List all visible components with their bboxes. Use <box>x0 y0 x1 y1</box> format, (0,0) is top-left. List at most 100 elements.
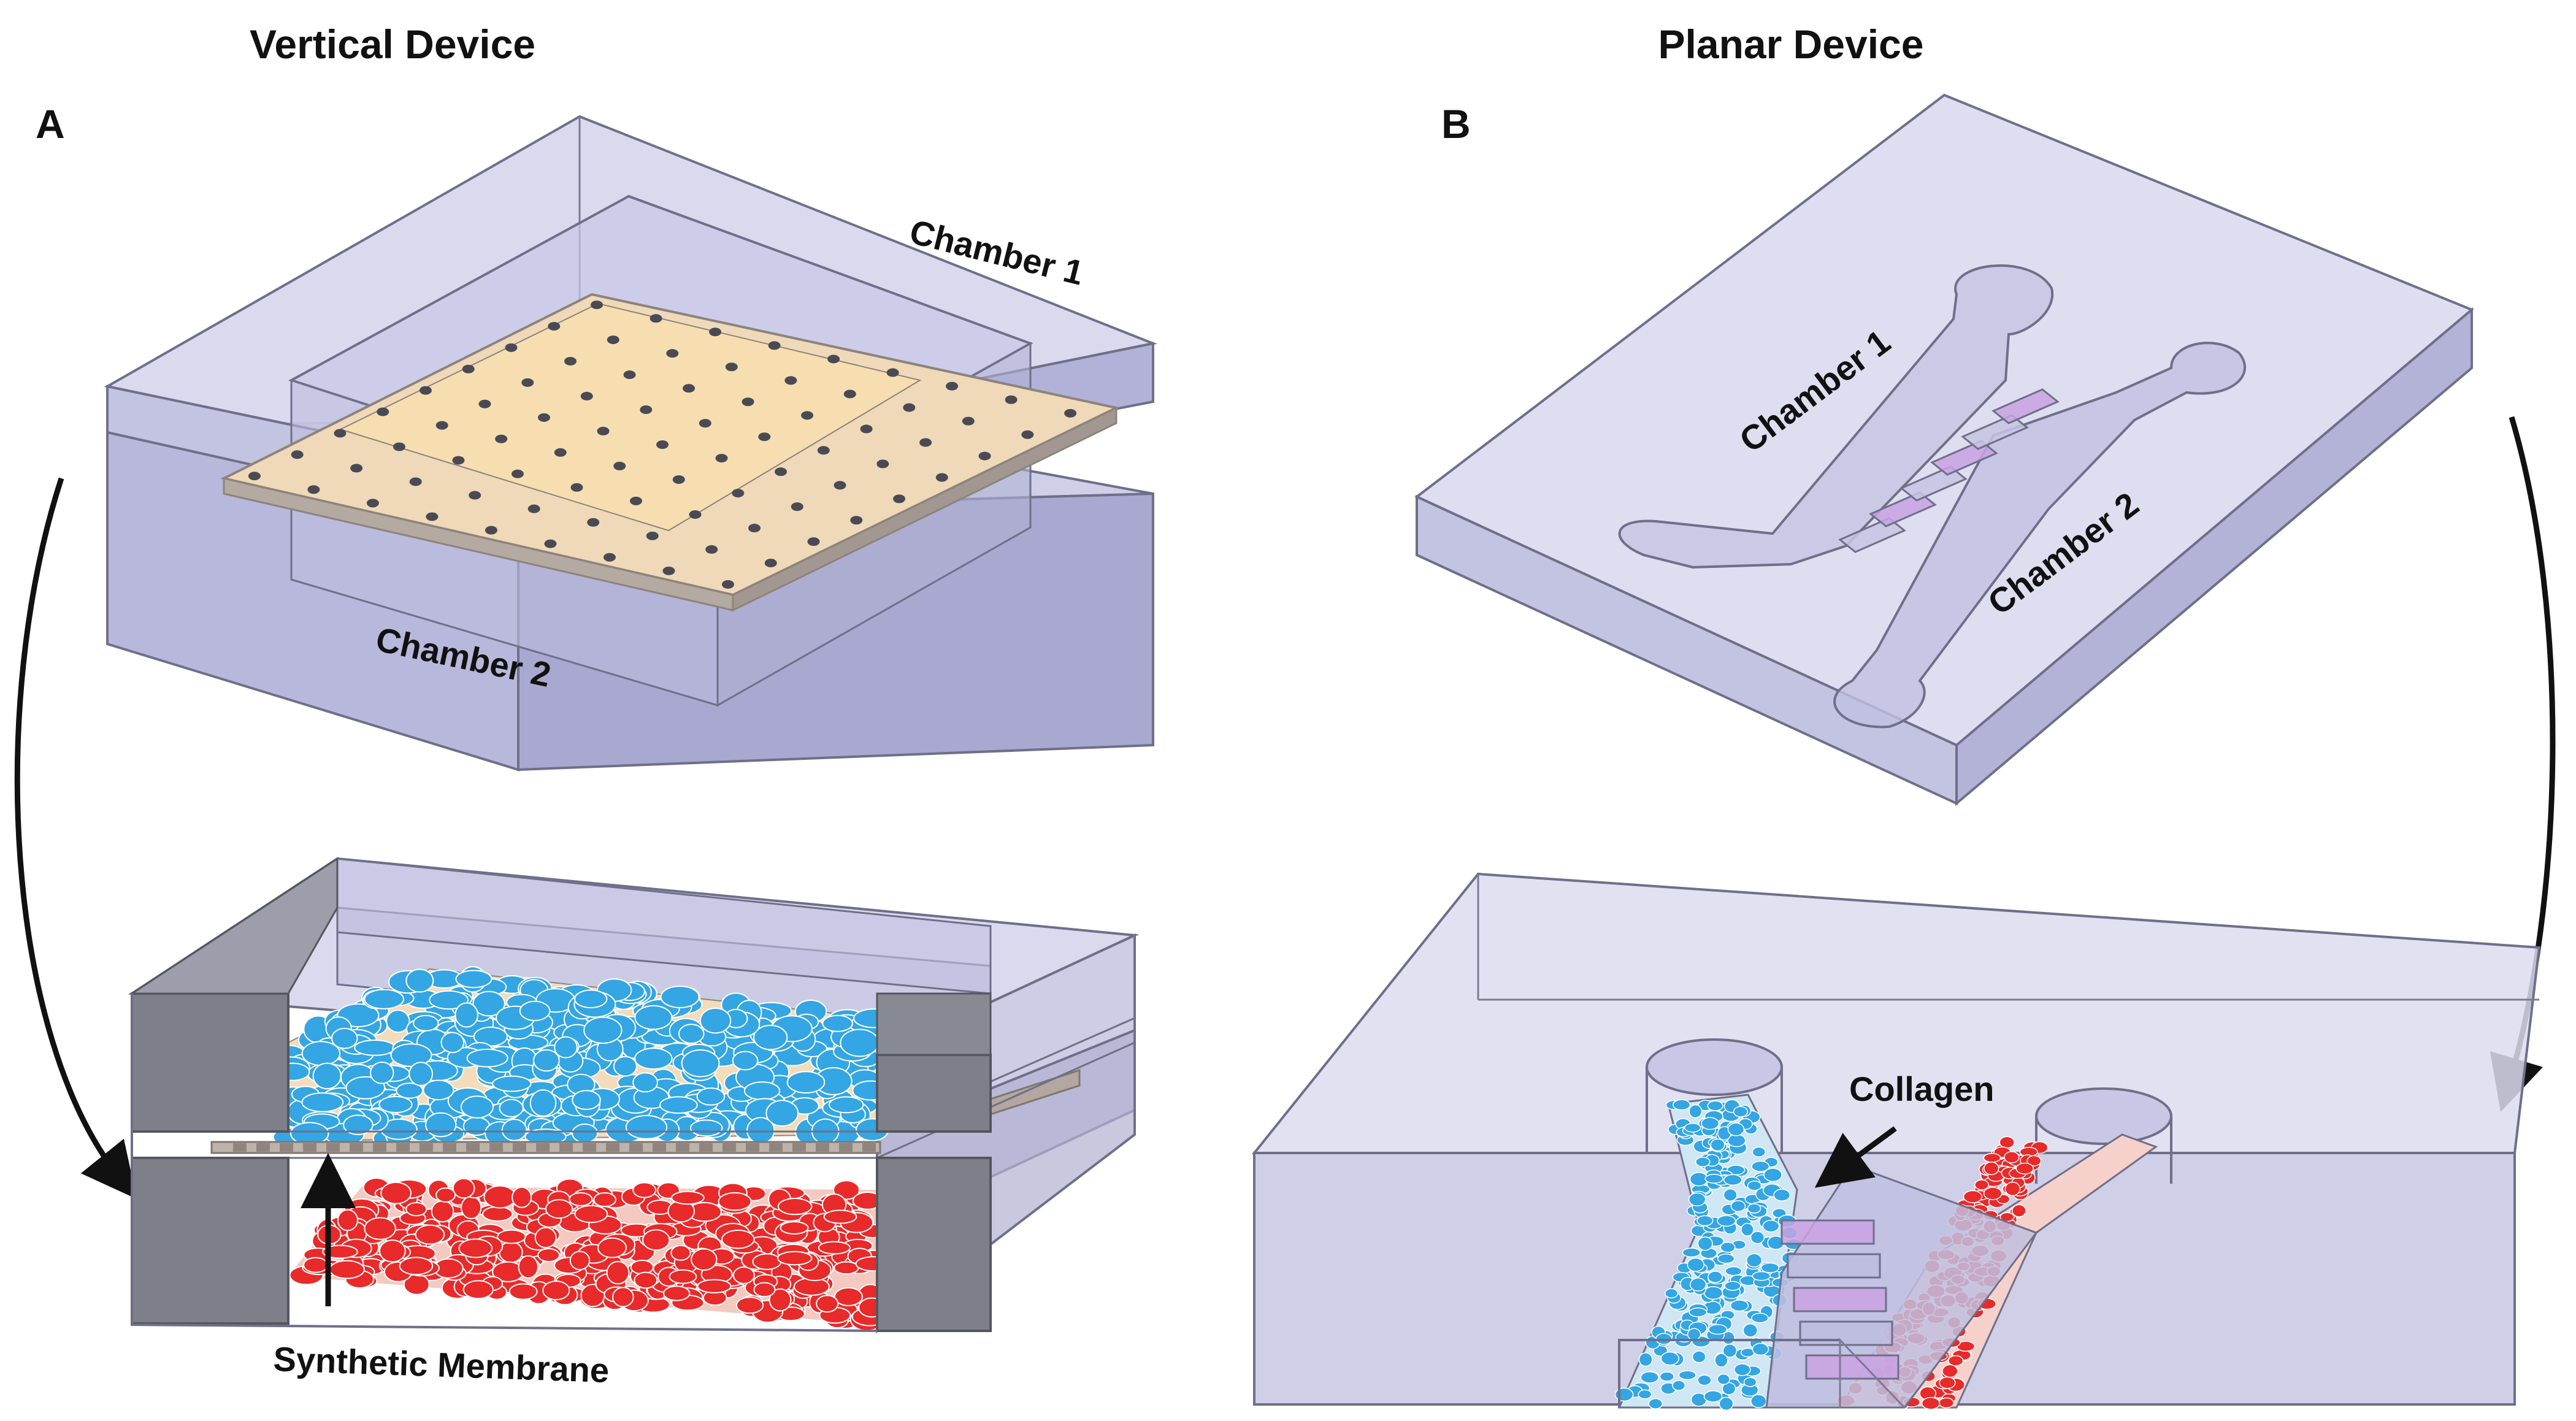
cell <box>301 1041 341 1067</box>
cell <box>1760 1262 1780 1273</box>
membrane-segment <box>466 1143 480 1152</box>
cell <box>1660 1351 1679 1366</box>
cell <box>1725 1266 1742 1276</box>
membrane-pore <box>672 475 685 484</box>
cell <box>312 1062 342 1090</box>
membrane-pore <box>366 499 379 508</box>
membrane-pore <box>409 477 422 486</box>
cell <box>1701 1117 1719 1130</box>
membrane-pore <box>511 469 524 478</box>
cell <box>1697 1236 1713 1251</box>
membrane-pore <box>656 440 669 449</box>
cell <box>1696 1215 1714 1227</box>
membrane-pore <box>801 411 814 420</box>
membrane-pore <box>350 464 363 473</box>
cell <box>1638 1389 1652 1400</box>
membrane-segment <box>443 1143 456 1152</box>
membrane-pore <box>886 368 899 377</box>
cell <box>331 1027 358 1049</box>
cell <box>472 990 505 1017</box>
membrane-segment <box>536 1143 550 1152</box>
membrane-segment <box>792 1143 806 1152</box>
gel-compartment <box>1991 388 2060 424</box>
cell <box>816 1295 839 1313</box>
membrane-pore <box>613 461 626 470</box>
vertical-device-cross-section <box>128 857 1140 1334</box>
cell <box>370 1061 394 1084</box>
cell <box>364 989 405 1009</box>
cell <box>1684 1122 1701 1133</box>
cell <box>593 1192 616 1208</box>
membrane-pore <box>548 321 561 331</box>
cell <box>343 1114 374 1135</box>
membrane-pore <box>699 419 711 428</box>
cell <box>1750 1394 1767 1409</box>
membrane-segment <box>280 1143 293 1152</box>
cell <box>840 1028 880 1057</box>
cell <box>408 1062 434 1086</box>
cell <box>345 1076 386 1100</box>
membrane-pore <box>791 502 803 511</box>
membrane-pore <box>527 504 540 513</box>
cell <box>1733 1363 1751 1376</box>
cell <box>697 1279 732 1293</box>
cell <box>829 1096 864 1114</box>
membrane-segment <box>513 1143 526 1152</box>
cell <box>1763 1168 1783 1182</box>
membrane-pore <box>629 496 642 505</box>
cell <box>634 1271 658 1289</box>
left-curved-arrow <box>14 477 137 1200</box>
membrane-pore <box>603 553 616 562</box>
cell <box>823 1209 857 1224</box>
cell <box>452 1178 475 1199</box>
cell <box>1984 1162 1999 1176</box>
gel-compartment <box>1781 1219 1875 1245</box>
cell <box>2015 1162 2034 1175</box>
cell <box>718 1192 752 1211</box>
cell <box>671 1190 705 1205</box>
cell <box>634 1048 673 1070</box>
cell <box>497 1229 526 1244</box>
membrane-pore <box>666 349 679 358</box>
membrane-segment <box>583 1143 596 1152</box>
cell <box>405 968 434 993</box>
cell <box>678 1024 705 1044</box>
gel-compartment <box>1838 517 1906 553</box>
membrane-segment <box>676 1143 689 1152</box>
membrane-segment <box>606 1143 619 1152</box>
membrane-pore <box>291 450 304 459</box>
membrane-pore <box>544 539 557 548</box>
collagen-arrow <box>1814 1126 1897 1188</box>
cell <box>1710 1138 1725 1152</box>
cell <box>818 1241 851 1255</box>
membrane-segment <box>420 1143 433 1152</box>
gel-compartment <box>1805 1354 1899 1380</box>
cell <box>1999 1136 2015 1149</box>
membrane-pore <box>452 456 465 465</box>
cell <box>1673 1099 1691 1111</box>
gel-compartment <box>1793 1287 1887 1312</box>
membrane-segment <box>699 1143 713 1152</box>
cell <box>1689 1277 1707 1292</box>
vertical-device-3d <box>104 115 1158 772</box>
cell <box>329 1260 365 1279</box>
membrane-segment <box>862 1143 876 1152</box>
membrane-pore <box>426 512 439 521</box>
cell <box>625 1114 668 1139</box>
cell <box>1689 1307 1708 1317</box>
membrane-pore <box>784 376 797 385</box>
membrane-segment <box>746 1143 759 1152</box>
cell <box>1724 1281 1741 1291</box>
cell <box>532 1049 560 1072</box>
membrane-pore <box>764 559 777 568</box>
cell <box>681 1049 720 1078</box>
cell <box>534 1227 557 1249</box>
cell <box>1773 1189 1791 1201</box>
membrane-pore <box>662 566 675 575</box>
membrane-pore <box>732 489 745 498</box>
cell <box>1730 1200 1746 1212</box>
cell <box>1983 1187 2003 1200</box>
cell <box>512 1186 532 1208</box>
membrane-pore <box>580 391 593 400</box>
cell <box>1762 1219 1780 1233</box>
